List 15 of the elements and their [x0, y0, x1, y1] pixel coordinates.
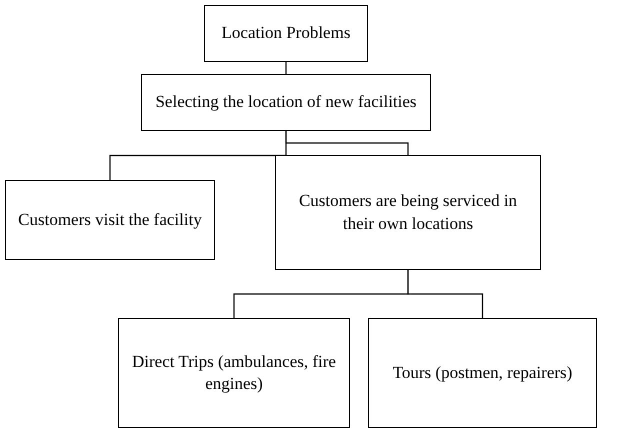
box-label: Tours (postmen, repairers)	[392, 362, 572, 384]
process-box	[275, 155, 541, 270]
box-label: Selecting the location of new facilities	[155, 91, 417, 114]
box-label: Location Problems	[222, 22, 350, 44]
process-box	[368, 318, 597, 428]
connector-line	[407, 270, 484, 318]
box-label: Direct Trips (ambulances, fire engines)	[131, 350, 337, 395]
connector-line	[285, 131, 409, 155]
connector-line	[285, 62, 287, 74]
process-box	[118, 318, 350, 428]
box-label: Customers visit the facility	[18, 208, 202, 231]
box-label: Customers are being serviced in their own locations	[298, 190, 518, 234]
process-box	[5, 180, 215, 260]
process-box	[204, 5, 368, 62]
process-box	[141, 74, 431, 131]
